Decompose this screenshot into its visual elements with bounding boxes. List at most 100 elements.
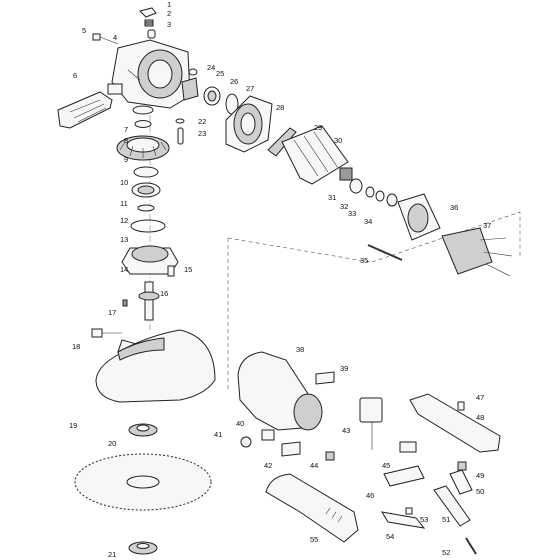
part-16-spindle <box>138 281 160 321</box>
part-9-spiral-bevel-gear <box>116 135 170 161</box>
callout-8: 8 <box>124 136 128 145</box>
callout-44: 44 <box>310 461 318 470</box>
part-36-fan-guide <box>397 193 441 241</box>
callout-3: 3 <box>167 20 171 29</box>
callout-26: 26 <box>230 77 238 86</box>
part-45-switch <box>399 441 417 453</box>
callout-9: 9 <box>124 155 128 164</box>
callout-24: 24 <box>207 63 215 72</box>
callout-12: 12 <box>120 216 128 225</box>
callout-23: 23 <box>198 129 206 138</box>
part-4-gear-housing <box>111 39 191 109</box>
callout-42: 42 <box>264 461 272 470</box>
callout-41: 41 <box>214 430 222 439</box>
callout-20: 20 <box>108 439 116 448</box>
part-50-cord-guard <box>449 469 473 495</box>
part-17-key <box>122 299 128 307</box>
part-21-lock-nut <box>128 541 158 555</box>
callout-53: 53 <box>420 515 428 524</box>
callout-36: 36 <box>450 203 458 212</box>
callout-18: 18 <box>72 342 80 351</box>
part-19-wheel-guard <box>95 329 216 403</box>
callout-40: 40 <box>236 419 244 428</box>
callout-14: 14 <box>120 265 128 274</box>
part-53-screw <box>405 507 413 515</box>
part-40-brush-holder-cap <box>261 429 275 441</box>
callout-45: 45 <box>382 461 390 470</box>
part-26-bearing <box>203 86 221 106</box>
callout-34: 34 <box>364 217 372 226</box>
part-8-ring <box>134 120 152 128</box>
part-49-strain-relief <box>457 461 467 471</box>
callout-21: 21 <box>108 550 116 559</box>
callout-6: 6 <box>73 71 77 80</box>
part-37-field <box>441 227 513 277</box>
part-10-retaining-ring <box>133 166 159 178</box>
callout-15: 15 <box>184 265 192 274</box>
callout-48: 48 <box>476 413 484 422</box>
callout-2: 2 <box>167 9 171 18</box>
abrasive-wheel <box>74 453 212 511</box>
part-7-washer <box>132 105 154 115</box>
part-31-bearing <box>349 178 363 194</box>
callout-29: 29 <box>314 123 322 132</box>
part-13-o-ring <box>130 219 166 233</box>
callout-4: 4 <box>113 33 117 42</box>
part-43-cord-guard <box>359 397 383 450</box>
callout-37: 37 <box>483 221 491 230</box>
part-22-ring <box>175 118 185 124</box>
callout-35: 35 <box>360 256 368 265</box>
part-44-clip <box>325 451 335 461</box>
callout-1: 1 <box>167 0 171 9</box>
callout-16: 16 <box>160 289 168 298</box>
callout-5: 5 <box>82 26 86 35</box>
callout-31: 31 <box>328 193 336 202</box>
part-14-bearing-box <box>121 245 179 275</box>
part-55-handle <box>265 473 359 543</box>
callout-27: 27 <box>246 84 254 93</box>
callout-54: 54 <box>386 532 394 541</box>
part-6-side-handle <box>57 83 123 129</box>
callout-32: 32 <box>340 202 348 211</box>
part-11-bearing <box>131 182 161 198</box>
callout-38: 38 <box>296 345 304 354</box>
part-5-screw <box>92 33 119 45</box>
callout-19: 19 <box>69 421 77 430</box>
callout-43: 43 <box>342 426 350 435</box>
callout-47: 47 <box>476 393 484 402</box>
callout-25: 25 <box>216 69 224 78</box>
assembly-boundary <box>227 211 521 390</box>
callout-labels: 1 2 3 4 5 6 7 8 9 10 11 12 13 14 15 16 1… <box>69 0 491 559</box>
callout-51: 51 <box>442 515 450 524</box>
part-23-pin <box>177 127 184 145</box>
callout-11: 11 <box>120 199 128 208</box>
callout-30: 30 <box>334 136 342 145</box>
part-25-pinion <box>181 77 199 101</box>
part-18-screw <box>91 328 122 338</box>
part-41-cap <box>240 436 252 448</box>
callout-39: 39 <box>340 364 348 373</box>
part-48-handle-cover <box>409 393 501 453</box>
callout-49: 49 <box>476 471 484 480</box>
part-28-baffle-plate <box>225 95 273 153</box>
part-46-switch-lever <box>383 465 425 487</box>
callout-17: 17 <box>108 308 116 317</box>
part-3-pin <box>147 29 156 39</box>
callout-13: 13 <box>120 235 128 244</box>
part-20-inner-flange <box>128 423 158 437</box>
part-51-cord <box>433 485 471 527</box>
callout-33: 33 <box>348 209 356 218</box>
callout-52: 52 <box>442 548 450 557</box>
part-12-washer <box>137 204 155 212</box>
callout-22: 22 <box>198 117 206 126</box>
part-38-motor-housing <box>237 351 323 431</box>
callout-46: 46 <box>366 491 374 500</box>
part-35-long-screw <box>367 244 403 261</box>
part-30-armature <box>267 125 353 185</box>
callout-28: 28 <box>276 103 284 112</box>
part-32-washer <box>365 186 375 198</box>
part-33-ring <box>375 190 385 202</box>
part-24-ring <box>188 68 198 76</box>
callout-7: 7 <box>124 125 128 134</box>
